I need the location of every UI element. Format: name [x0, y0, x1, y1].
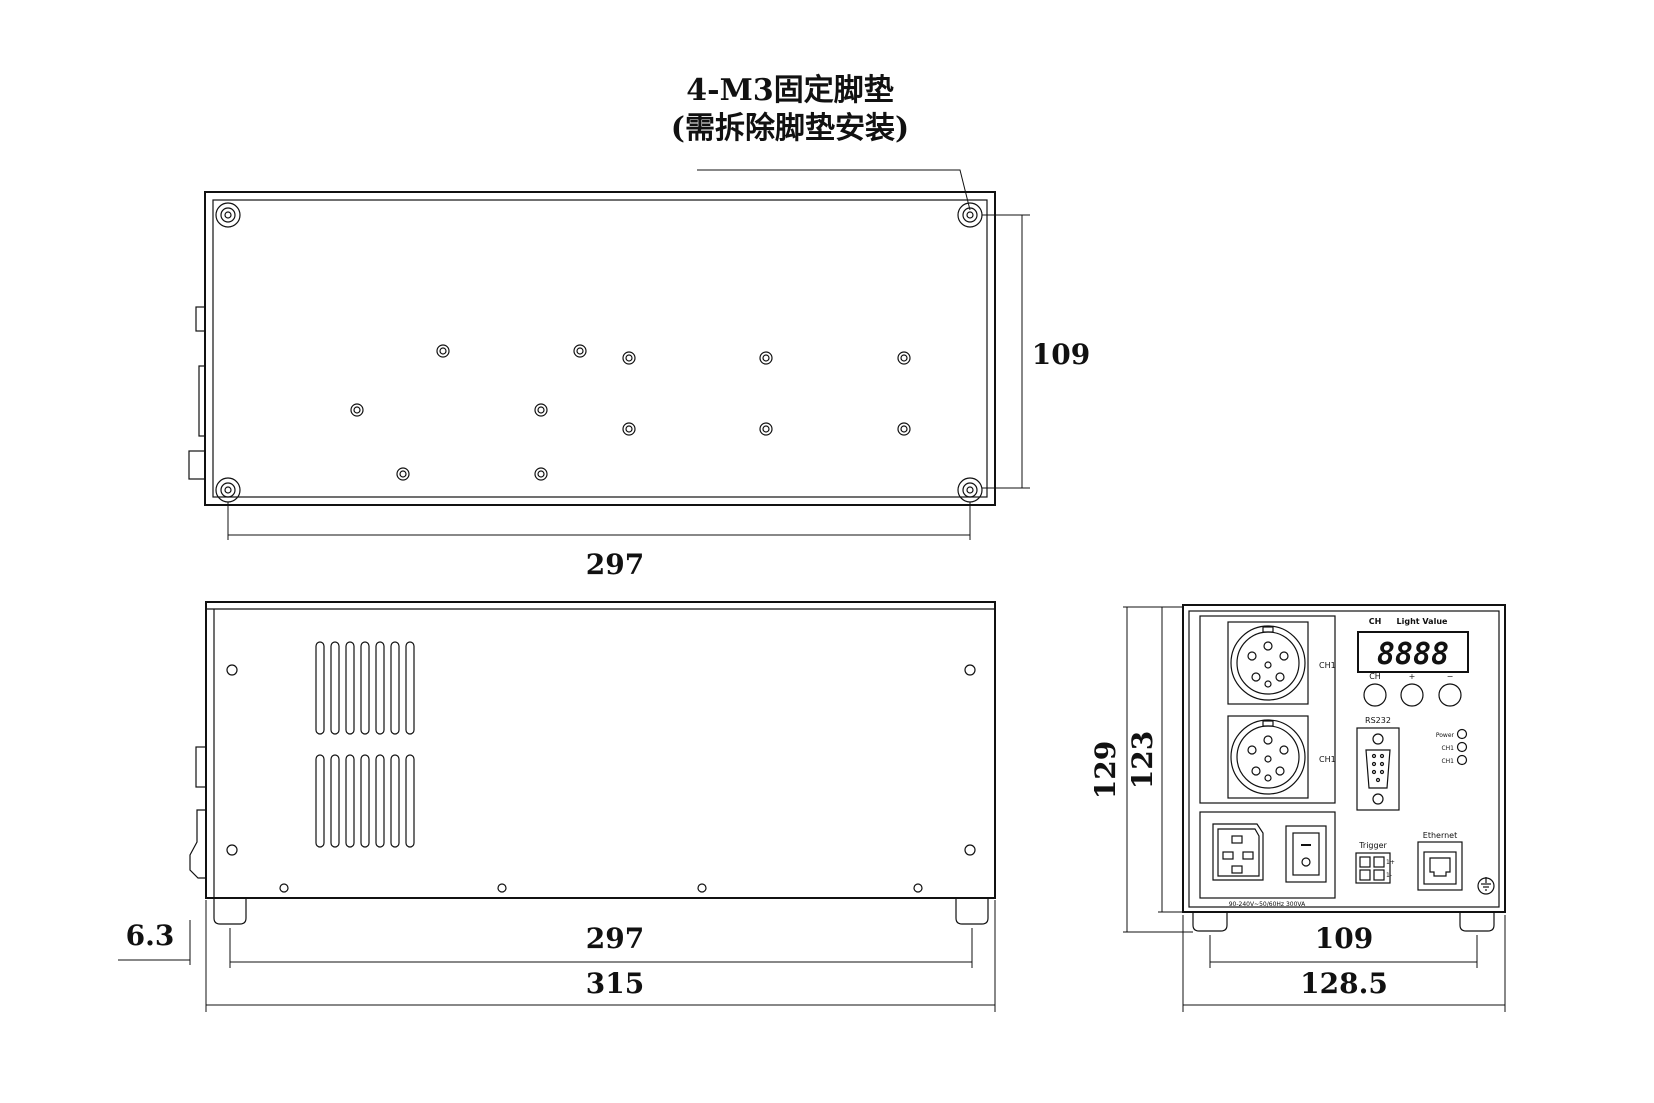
aviation-connector-1	[1227, 621, 1309, 705]
button-ch[interactable]	[1363, 683, 1387, 707]
foot	[1192, 912, 1228, 932]
aviation-connector-2	[1227, 715, 1309, 799]
dim-front-inner-width: 109	[1315, 922, 1373, 955]
top-view-protrusion	[198, 365, 206, 437]
label-trigger-plus: 1+	[1386, 859, 1395, 866]
foot	[213, 898, 247, 925]
power-block	[1199, 811, 1336, 899]
label-trigger-minus: 1-	[1386, 872, 1392, 879]
ground-icon	[1477, 877, 1495, 895]
top-view-protrusion	[188, 450, 206, 480]
label-light-value: Light Value	[1397, 617, 1448, 626]
dim-front-total-height: 129	[1089, 741, 1122, 799]
label-led-ch1b: CH1	[1441, 758, 1454, 765]
foot-mount-hole	[957, 477, 983, 503]
label-ethernet: Ethernet	[1423, 831, 1457, 840]
top-view-protrusion	[195, 306, 206, 332]
label-power-rating: 90-240V~50/60Hz 300VA	[1229, 901, 1306, 908]
button-minus[interactable]	[1438, 683, 1462, 707]
power-switch[interactable]	[1285, 825, 1327, 883]
front-view-outline	[1182, 604, 1506, 913]
dim-front-inner-height: 123	[1126, 731, 1159, 789]
side-view-protrusion	[195, 746, 207, 788]
dim-foot-height: 6.3	[126, 919, 175, 952]
label-connector2: CH1	[1319, 755, 1336, 764]
ethernet-port	[1417, 841, 1463, 891]
display-value: 8888	[1377, 637, 1449, 672]
label-led-power: Power	[1436, 732, 1455, 739]
annotation-line1: 4-M3固定脚垫	[686, 73, 893, 108]
rs232-port	[1356, 727, 1400, 811]
top-view-inner-outline	[212, 199, 988, 498]
connector-block	[1199, 615, 1336, 804]
front-view	[1123, 604, 1506, 1012]
annotation-leader-line	[697, 169, 971, 211]
label-led-ch1a: CH1	[1441, 745, 1454, 752]
foot	[955, 898, 989, 925]
foot-mount-hole	[215, 477, 241, 503]
dim-front-total-width: 128.5	[1300, 967, 1388, 1000]
digital-display	[1357, 631, 1469, 673]
dim-side-total-width: 315	[586, 967, 644, 1000]
side-view-protrusion	[189, 809, 206, 879]
trigger-terminal	[1355, 852, 1391, 884]
led-ch1	[1456, 754, 1468, 766]
led-ch1	[1456, 741, 1468, 753]
top-view-outline	[204, 191, 996, 506]
button-plus[interactable]	[1400, 683, 1424, 707]
led-power	[1456, 728, 1468, 740]
ventilation-slots	[315, 641, 415, 848]
dim-side-inner-width: 297	[586, 922, 644, 955]
dim-top-width: 297	[586, 548, 644, 581]
label-rs232: RS232	[1365, 716, 1391, 725]
label-btn-minus: −	[1447, 672, 1454, 681]
foot	[1459, 912, 1495, 932]
iec-power-inlet	[1212, 823, 1264, 881]
front-panel-face	[1188, 610, 1500, 908]
label-trigger: Trigger	[1358, 841, 1387, 850]
label-btn-ch: CH	[1369, 672, 1381, 681]
dim-top-height: 109	[1032, 338, 1090, 371]
side-view	[118, 601, 996, 1012]
label-btn-plus: +	[1409, 672, 1416, 681]
label-connector1: CH1	[1319, 661, 1336, 670]
screw-holes	[226, 664, 976, 893]
annotation-line2: (需拆除脚垫安装)	[671, 111, 909, 146]
top-view	[188, 169, 1030, 540]
foot-mount-hole	[215, 202, 241, 228]
label-ch-header: CH	[1369, 617, 1382, 626]
screw-holes	[350, 344, 911, 481]
foot-mount-hole	[957, 202, 983, 228]
